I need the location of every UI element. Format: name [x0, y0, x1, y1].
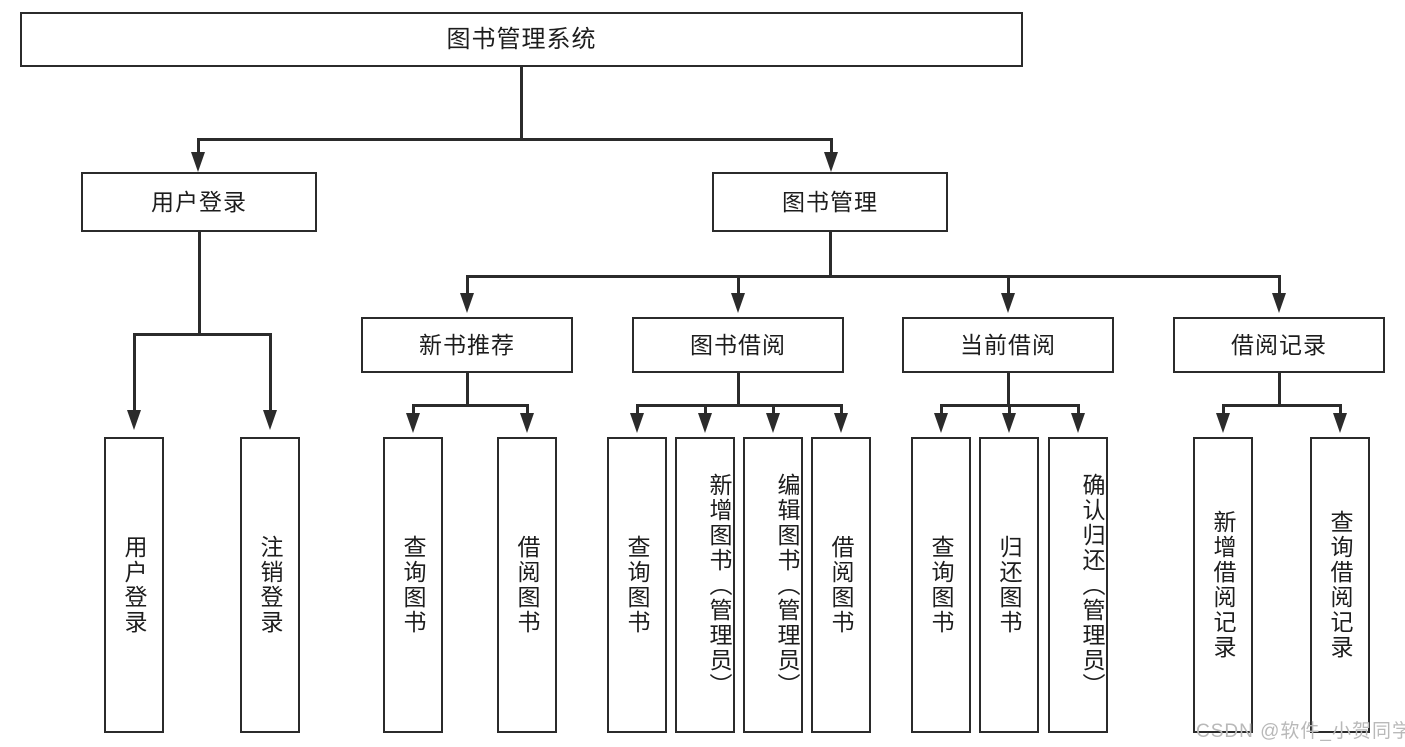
arrow-to-leaf-query-book-1 — [406, 413, 420, 433]
leaf-edit-book[interactable]: 编辑图书（管理员） — [743, 437, 803, 733]
arrow-to-book-borrow — [731, 293, 745, 313]
edge-bb-drop-1 — [636, 404, 639, 418]
edge-root-drop-left — [197, 138, 200, 158]
edge-root-drop-right — [830, 138, 833, 158]
arrow-to-current-borrow — [1001, 293, 1015, 313]
edge-nbr-drop-1 — [412, 404, 415, 418]
edge-br-drop-1 — [1222, 404, 1225, 418]
edge-cb-drop-2 — [1008, 404, 1011, 418]
node-book-management[interactable]: 图书管理 — [712, 172, 948, 232]
edge-bb-drop-3 — [772, 404, 775, 418]
arrow-to-user-login — [191, 152, 205, 172]
edge-book-management-bus — [466, 275, 1280, 278]
edge-br-drop-2 — [1339, 404, 1342, 418]
edge-bb-stem — [737, 373, 740, 406]
edge-user-login-drop-1 — [133, 333, 136, 415]
node-borrow-record[interactable]: 借阅记录 — [1173, 317, 1385, 373]
edge-bm-drop-3 — [1007, 275, 1010, 299]
edge-bb-drop-4 — [840, 404, 843, 418]
edge-cb-stem — [1007, 373, 1010, 406]
arrow-to-leaf-borrow-book-1 — [520, 413, 534, 433]
edge-user-login-stem — [198, 232, 201, 335]
arrow-to-leaf-query-book-3 — [934, 413, 948, 433]
node-current-borrow[interactable]: 当前借阅 — [902, 317, 1114, 373]
arrow-to-leaf-user-logout — [263, 410, 277, 430]
arrow-to-leaf-return-book — [1002, 413, 1016, 433]
leaf-confirm-return[interactable]: 确认归还（管理员） — [1048, 437, 1108, 733]
watermark-text: CSDN @软件_小贺同学 — [1196, 721, 1405, 742]
edge-user-login-drop-2 — [269, 333, 272, 415]
leaf-add-record[interactable]: 新增借阅记录 — [1193, 437, 1253, 733]
arrow-to-leaf-user-login — [127, 410, 141, 430]
edge-cb-drop-3 — [1077, 404, 1080, 418]
leaf-user-logout[interactable]: 注销登录 — [240, 437, 300, 733]
leaf-query-book-1[interactable]: 查询图书 — [383, 437, 443, 733]
edge-br-bus — [1222, 404, 1342, 407]
edge-nbr-bus — [412, 404, 529, 407]
edge-bm-drop-4 — [1278, 275, 1281, 299]
leaf-borrow-book-1[interactable]: 借阅图书 — [497, 437, 557, 733]
leaf-borrow-book-2[interactable]: 借阅图书 — [811, 437, 871, 733]
edge-user-login-bus — [133, 333, 272, 336]
leaf-user-login[interactable]: 用户登录 — [104, 437, 164, 733]
arrow-to-leaf-query-record — [1333, 413, 1347, 433]
edge-bm-drop-2 — [737, 275, 740, 299]
edge-root-bus — [197, 138, 833, 141]
edge-nbr-stem — [466, 373, 469, 406]
node-new-book-recommend[interactable]: 新书推荐 — [361, 317, 573, 373]
node-book-borrow[interactable]: 图书借阅 — [632, 317, 844, 373]
edge-book-management-stem — [829, 232, 832, 277]
edge-bb-bus — [636, 404, 842, 407]
arrow-to-leaf-confirm-return — [1071, 413, 1085, 433]
arrow-to-borrow-record — [1272, 293, 1286, 313]
arrow-to-book-management — [824, 152, 838, 172]
arrow-to-leaf-query-book-2 — [630, 413, 644, 433]
edge-bm-drop-1 — [466, 275, 469, 299]
node-root-system[interactable]: 图书管理系统 — [20, 12, 1023, 67]
edge-br-stem — [1278, 373, 1281, 406]
node-user-login[interactable]: 用户登录 — [81, 172, 317, 232]
edge-root-stem — [520, 67, 523, 140]
leaf-add-book[interactable]: 新增图书（管理员） — [675, 437, 735, 733]
arrow-to-new-book-recommend — [460, 293, 474, 313]
edge-cb-drop-1 — [940, 404, 943, 418]
leaf-query-record[interactable]: 查询借阅记录 — [1310, 437, 1370, 733]
arrow-to-leaf-borrow-book-2 — [834, 413, 848, 433]
edge-bb-drop-2 — [704, 404, 707, 418]
leaf-query-book-3[interactable]: 查询图书 — [911, 437, 971, 733]
arrow-to-leaf-add-book — [698, 413, 712, 433]
leaf-query-book-2[interactable]: 查询图书 — [607, 437, 667, 733]
arrow-to-leaf-add-record — [1216, 413, 1230, 433]
leaf-return-book[interactable]: 归还图书 — [979, 437, 1039, 733]
edge-nbr-drop-2 — [526, 404, 529, 418]
arrow-to-leaf-edit-book — [766, 413, 780, 433]
